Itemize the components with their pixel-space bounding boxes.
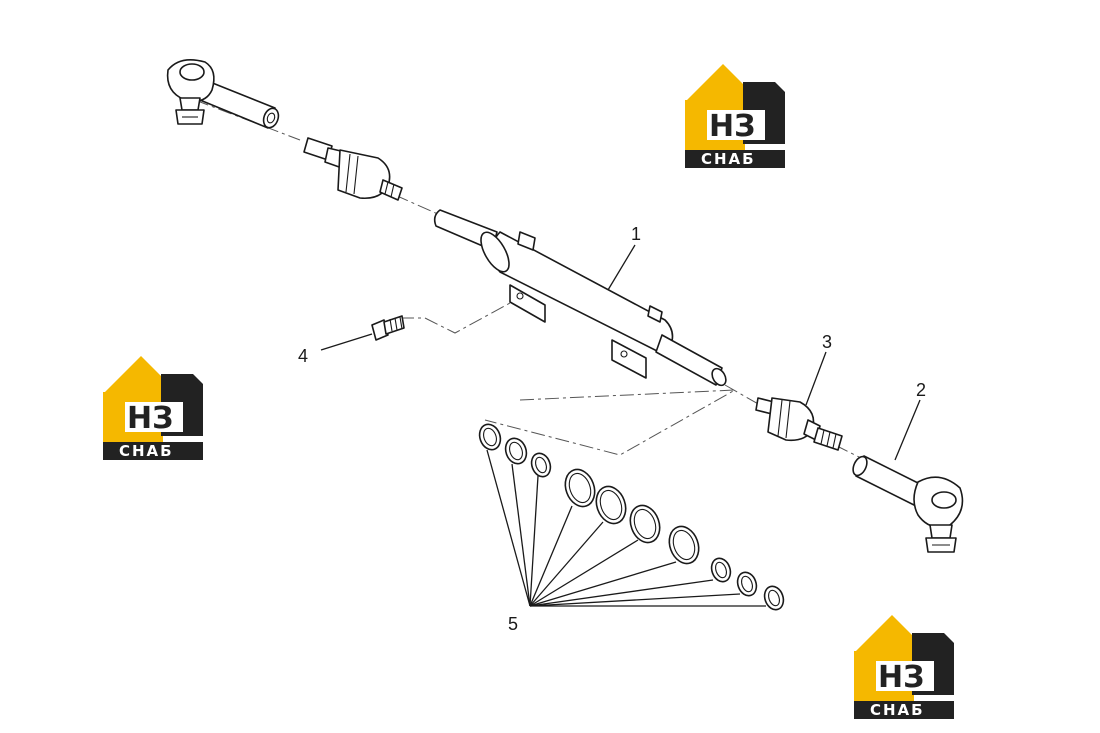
leader-lines: [320, 244, 921, 607]
callout-3: 3: [822, 332, 832, 352]
watermark-brand: НЗ: [709, 109, 755, 144]
callout-4: 4: [298, 346, 308, 366]
callout-2: 2: [916, 380, 926, 400]
steering-cylinder: [433, 209, 727, 387]
watermark-brand: НЗ: [127, 401, 173, 436]
watermark-logo-bottom-right: НЗ СНАБ: [854, 615, 954, 719]
ball-joint-left: [303, 137, 403, 201]
watermark-brand: НЗ: [878, 660, 924, 695]
tie-rod-end-left: [166, 59, 280, 129]
watermark-sub: СНАБ: [701, 150, 756, 168]
seal-kit-rings: [478, 423, 785, 611]
watermark-sub: СНАБ: [119, 442, 174, 460]
bolt: [371, 315, 405, 341]
watermark-logo-top-right: НЗ СНАБ: [685, 64, 785, 168]
tie-rod-end-right: [852, 455, 964, 553]
watermark-logo-left: НЗ СНАБ: [103, 356, 203, 460]
callout-5: 5: [508, 614, 518, 634]
ball-joint-right: [755, 397, 843, 451]
callout-1: 1: [631, 224, 641, 244]
watermark-sub: СНАБ: [870, 701, 925, 719]
